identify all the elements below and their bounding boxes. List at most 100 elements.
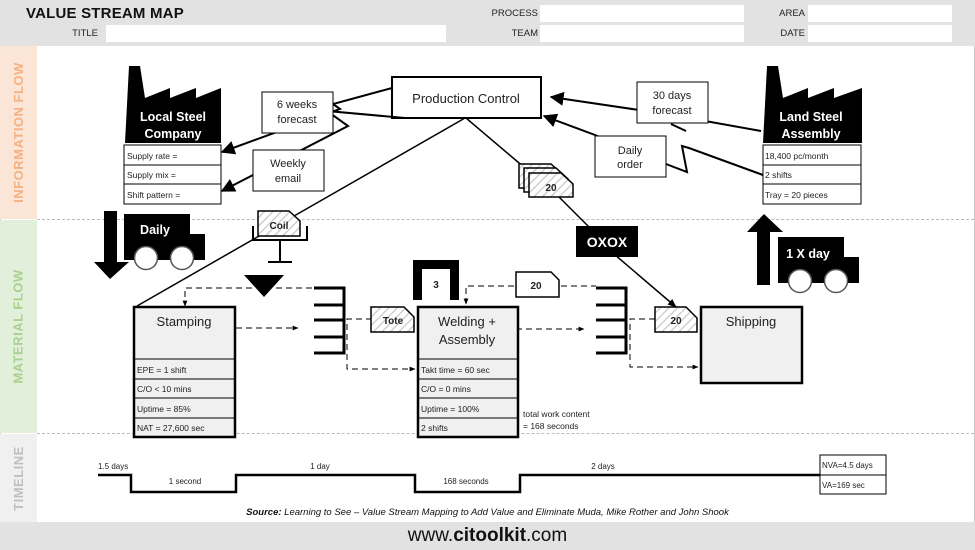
svg-text:email: email: [275, 173, 301, 185]
withdrawal-kanban[interactable]: 20: [654, 306, 698, 333]
timeline-lower-label: 1 second: [169, 477, 201, 486]
nva-total: NVA=4.5 days: [822, 461, 873, 470]
production-control-label: Production Control: [412, 91, 520, 106]
customer-factory[interactable]: Land Steel Assembly: [763, 66, 862, 143]
process-name-line2: Assembly: [439, 332, 496, 347]
customer-data-box: 18,400 pc/month 2 shifts Tray = 20 piece…: [762, 144, 862, 205]
fifo-label: 3: [433, 280, 439, 291]
coil-label: Coil: [270, 221, 289, 232]
team-field[interactable]: [540, 25, 744, 42]
customer-row: 18,400 pc/month: [765, 151, 829, 161]
information-flow-band: [0, 46, 37, 219]
area-field[interactable]: [808, 5, 952, 22]
supplier-factory[interactable]: Local Steel Company: [125, 66, 221, 143]
process-row: Uptime = 100%: [421, 404, 480, 414]
date-field[interactable]: [808, 25, 952, 42]
down-arrow-icon: [94, 211, 129, 279]
process-box-welding-assembly[interactable]: Welding + Assembly Takt time = 60 sec C/…: [416, 305, 520, 439]
outbound-truck-label: 1 X day: [786, 247, 830, 261]
info-box-weekly-email: Weekly email: [252, 149, 325, 192]
date-label: DATE: [780, 28, 805, 39]
team-label: TEAM: [511, 28, 538, 39]
process-box-stamping[interactable]: Stamping EPE = 1 shift C/O < 10 mins Upt…: [132, 305, 237, 439]
title-field[interactable]: [106, 25, 446, 42]
supplier-name-line1: Local Steel: [140, 110, 206, 124]
process-name: Shipping: [726, 314, 777, 329]
supplier-row: Supply rate =: [127, 151, 177, 161]
coil-signal-kanban[interactable]: Coil: [252, 210, 308, 263]
customer-name-line2: Assembly: [781, 127, 840, 141]
timeline-lower-label: 168 seconds: [443, 477, 488, 486]
title-label: TITLE: [72, 28, 98, 39]
supplier-data-box: Supply rate = Supply mix = Shift pattern…: [123, 144, 222, 205]
process-row: C/O = 0 mins: [421, 384, 471, 394]
process-label: PROCESS: [491, 8, 538, 19]
svg-text:order: order: [617, 159, 643, 171]
svg-text:30 days: 30 days: [653, 90, 692, 102]
info-box-daily-order: Daily order: [594, 135, 667, 178]
customer-row: Tray = 20 pieces: [765, 190, 828, 200]
inventory-triangle-icon: [244, 275, 284, 297]
info-box-6-weeks: 6 weeks forecast: [261, 91, 334, 134]
factory-icon: [125, 66, 221, 143]
production-kanban-label: 20: [530, 281, 542, 292]
production-kanban[interactable]: 20: [515, 271, 560, 298]
customer-row: 2 shifts: [765, 170, 792, 180]
kanban-stack-label: 20: [545, 183, 557, 194]
load-leveling-label: OXOX: [587, 234, 628, 250]
info-box-30-days: 30 days forecast: [636, 81, 709, 124]
tote-label: Tote: [383, 316, 404, 327]
timeline-upper-label: 2 days: [591, 462, 615, 471]
supplier-row: Supply mix =: [127, 170, 176, 180]
band-divider-info-material: [37, 219, 974, 220]
process-row: C/O < 10 mins: [137, 384, 192, 394]
timeline-upper-label: 1 day: [310, 462, 330, 471]
work-content-note: = 168 seconds: [523, 421, 579, 431]
header: VALUE STREAM MAP TITLE PROCESS TEAM AREA…: [0, 0, 975, 46]
svg-text:Weekly: Weekly: [270, 158, 306, 170]
process-row: Uptime = 85%: [137, 404, 191, 414]
factory-icon: [763, 66, 862, 143]
info-flow-daily-order: [542, 113, 764, 176]
outbound-truck[interactable]: 1 X day: [747, 214, 859, 294]
production-control[interactable]: Production Control: [391, 76, 542, 119]
process-row: 2 shifts: [421, 423, 448, 433]
inbound-truck[interactable]: Daily: [94, 211, 205, 279]
fifo-lane[interactable]: 3: [413, 260, 459, 300]
load-leveling-box[interactable]: OXOX: [576, 226, 638, 257]
work-content-note: total work content: [523, 409, 590, 419]
supplier-row: Shift pattern =: [127, 190, 180, 200]
schedule-line-to-kanban: [613, 253, 677, 308]
supplier-name-line2: Company: [145, 127, 202, 141]
svg-text:Daily: Daily: [618, 145, 643, 157]
up-arrow-icon: [747, 214, 783, 285]
process-row: NAT = 27,600 sec: [137, 423, 205, 433]
customer-name-line1: Land Steel: [779, 110, 842, 124]
dashed-flows: [182, 285, 699, 372]
inbound-truck-label: Daily: [140, 223, 170, 237]
process-row: EPE = 1 shift: [137, 365, 187, 375]
va-total: VA=169 sec: [822, 481, 865, 490]
process-box-shipping[interactable]: Shipping: [699, 305, 804, 385]
process-field[interactable]: [540, 5, 744, 22]
svg-text:6 weeks: 6 weeks: [277, 99, 318, 111]
process-name: Welding +: [438, 314, 496, 329]
supermarket-2[interactable]: [596, 286, 628, 355]
source-citation: Source: Learning to See – Value Stream M…: [246, 507, 729, 518]
page-title: VALUE STREAM MAP: [26, 5, 184, 22]
timeline: 1.5 days 1 day 2 days 1 second 168 secon…: [98, 454, 887, 495]
process-name: Stamping: [157, 314, 212, 329]
withdrawal-kanban-label: 20: [670, 316, 682, 327]
supermarket-1[interactable]: [314, 286, 346, 355]
material-flow-band: [0, 220, 37, 433]
footer: www.citoolkit.com: [0, 522, 975, 550]
area-label: AREA: [779, 8, 805, 19]
timeline-ladder: [98, 473, 820, 494]
timeline-band: [0, 434, 37, 522]
footer-url[interactable]: www.citoolkit.com: [407, 525, 568, 546]
timeline-upper-label: 1.5 days: [98, 462, 128, 471]
tote-kanban[interactable]: Tote: [370, 306, 415, 333]
svg-text:forecast: forecast: [652, 105, 691, 117]
svg-text:forecast: forecast: [277, 114, 316, 126]
kanban-post-stack[interactable]: 20: [518, 163, 574, 198]
